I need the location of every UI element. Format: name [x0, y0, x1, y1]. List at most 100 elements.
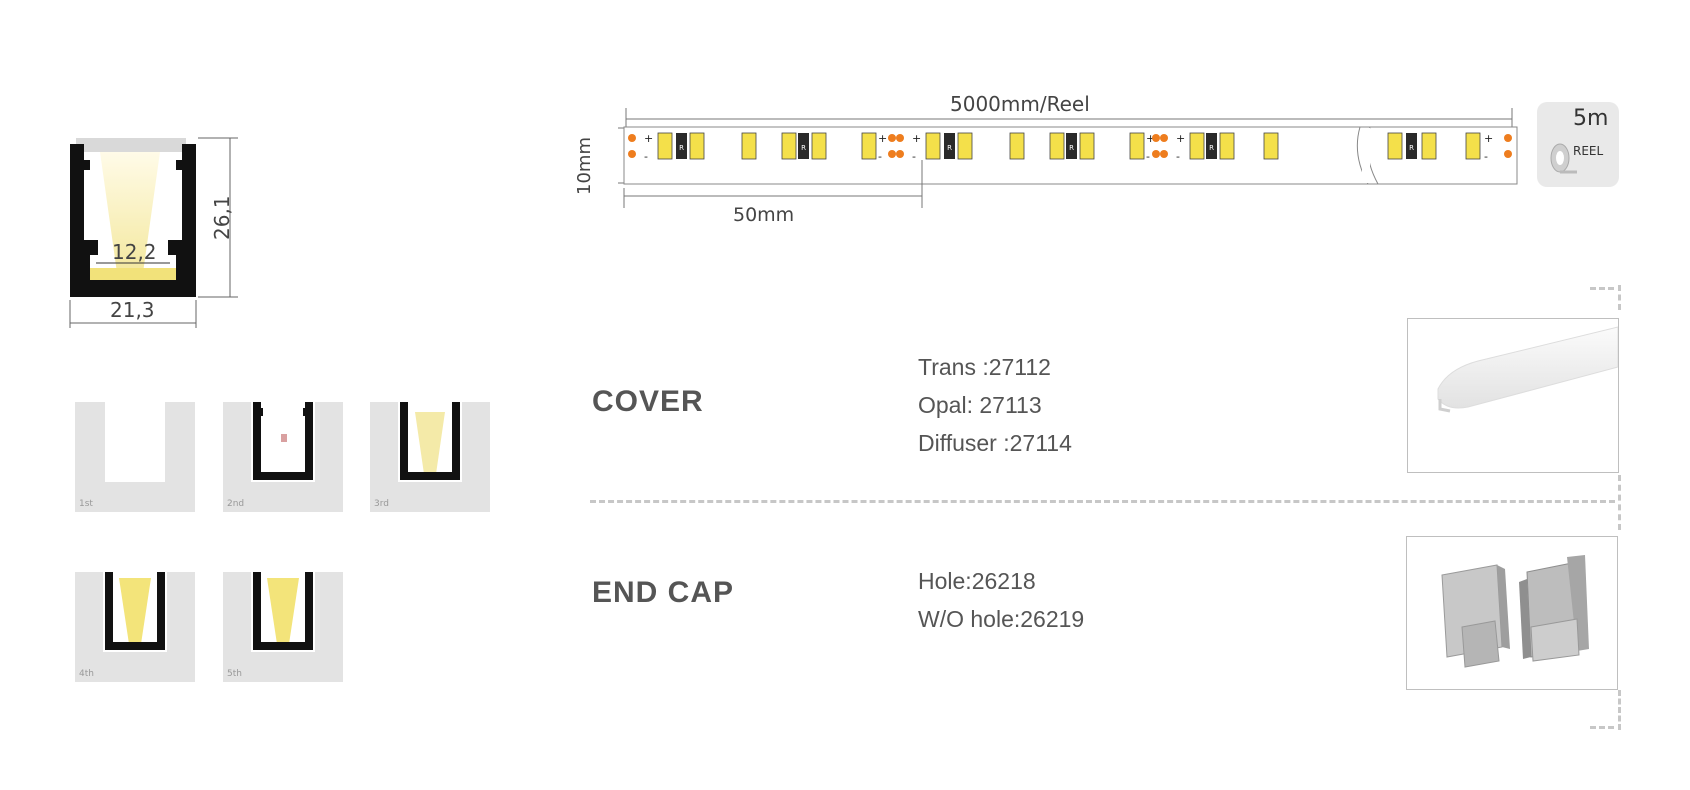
step-5-diagram	[223, 572, 343, 682]
led-chip	[1219, 132, 1235, 160]
resistor-label: R	[679, 144, 684, 152]
step-2-label: 2nd	[227, 499, 245, 509]
led-chip	[1049, 132, 1065, 160]
cover-spec-list: Trans :27112 Opal: 27113 Diffuser :27114	[918, 348, 1072, 462]
endcap-title: END CAP	[592, 576, 735, 609]
resistor	[676, 133, 687, 159]
reel-badge-label: REEL	[1573, 144, 1604, 158]
led-chip	[957, 132, 973, 160]
resistor	[1206, 133, 1217, 159]
step-1-diagram	[75, 402, 195, 512]
resistor	[1066, 133, 1077, 159]
resistor-label: R	[801, 144, 806, 152]
cover-spec-trans: Trans :27112	[918, 354, 1051, 380]
plus-sign: +	[878, 132, 887, 145]
divider-vertical-mid	[1618, 475, 1621, 530]
resistor	[798, 133, 809, 159]
profile-cross-section	[69, 137, 238, 328]
endcap-spec-no-hole: W/O hole:26219	[918, 606, 1085, 632]
solder-pad	[1160, 150, 1168, 158]
minus-sign: -	[1484, 150, 1488, 163]
led-chip	[689, 132, 705, 160]
reel-icon	[1550, 143, 1577, 174]
step-5-panel: 5th	[223, 572, 343, 682]
step-5-label: 5th	[227, 669, 242, 679]
led-chip	[1189, 132, 1205, 160]
minus-sign: -	[1176, 150, 1180, 163]
resistor-label: R	[1069, 144, 1074, 152]
segment-length-label: 50mm	[733, 204, 795, 226]
divider-tick-bottom	[1590, 726, 1614, 729]
dim-height: 26,1	[210, 195, 234, 240]
cover-image	[1437, 326, 1619, 413]
step-2-diagram	[223, 402, 343, 512]
led-chip	[1465, 132, 1481, 160]
plus-sign: +	[912, 132, 921, 145]
resistor	[1406, 133, 1417, 159]
led-chip	[1263, 132, 1279, 160]
solder-pad	[1504, 134, 1512, 142]
step-4-panel: 4th	[75, 572, 195, 682]
reel-length-label: 5000mm/Reel	[950, 92, 1090, 116]
resistor-label: R	[1209, 144, 1214, 152]
solder-pad	[1152, 150, 1160, 158]
divider-tick-top	[1590, 287, 1614, 290]
solder-pad	[628, 134, 636, 142]
step-1-label: 1st	[79, 499, 93, 509]
cover-photo	[1407, 318, 1619, 473]
solder-pad	[628, 150, 636, 158]
led-chip	[1387, 132, 1403, 160]
resistor	[944, 133, 955, 159]
led-chip	[741, 132, 757, 160]
solder-pad	[1504, 150, 1512, 158]
cover-spec-opal: Opal: 27113	[918, 392, 1042, 418]
divider-vertical-top	[1618, 285, 1621, 310]
solder-pad	[888, 150, 896, 158]
minus-sign: -	[644, 150, 648, 163]
endcap-photo	[1406, 536, 1618, 690]
endcap-image	[1441, 555, 1589, 668]
solder-pad	[1152, 134, 1160, 142]
minus-sign: -	[1146, 150, 1150, 163]
led-strip-components: + - R R + - + - R R + - + - R R + -	[628, 132, 1512, 163]
step-4-label: 4th	[79, 669, 94, 679]
solder-pad	[888, 134, 896, 142]
endcap-spec-hole: Hole:26218	[918, 568, 1036, 594]
step-3-diagram	[370, 382, 490, 512]
led-chip	[781, 132, 797, 160]
profile-drawing: 12,2 21,3 26,1	[60, 130, 260, 360]
minus-sign: -	[912, 150, 916, 163]
resistor-label: R	[1409, 144, 1414, 152]
step-2-panel: 2nd	[223, 402, 343, 512]
led-strip: + - R R + - + - R R + - + - R R + -	[600, 100, 1530, 210]
plus-sign: +	[1176, 132, 1185, 145]
led-chip	[1009, 132, 1025, 160]
section-divider	[590, 500, 1615, 503]
strip-width-label: 10mm	[574, 137, 595, 195]
led-strip-drawing: + - R R + - + - R R + - + - R R + -	[618, 108, 1518, 208]
divider-vertical-bottom	[1618, 690, 1621, 730]
endcap-spec-list: Hole:26218 W/O hole:26219	[918, 562, 1084, 638]
resistor-label: R	[947, 144, 952, 152]
reel-badge-value: 5m	[1573, 106, 1609, 131]
led-chip	[1421, 132, 1437, 160]
step-3-label: 3rd	[374, 499, 389, 509]
led-chip	[925, 132, 941, 160]
led-chip	[861, 132, 877, 160]
dim-inner-width: 12,2	[112, 240, 157, 264]
led-chip	[657, 132, 673, 160]
solder-pad	[896, 134, 904, 142]
cover-spec-diffuser: Diffuser :27114	[918, 430, 1072, 456]
led-chip	[1079, 132, 1095, 160]
led-chip	[811, 132, 827, 160]
solder-pad	[1160, 134, 1168, 142]
led-chip	[1129, 132, 1145, 160]
plus-sign: +	[1484, 132, 1493, 145]
plus-sign: +	[1146, 132, 1155, 145]
cover-title: COVER	[592, 385, 704, 418]
plus-sign: +	[644, 132, 653, 145]
minus-sign: -	[878, 150, 882, 163]
dim-outer-width: 21,3	[110, 298, 155, 322]
solder-pad	[896, 150, 904, 158]
reel-badge: 5m REEL	[1537, 102, 1619, 187]
